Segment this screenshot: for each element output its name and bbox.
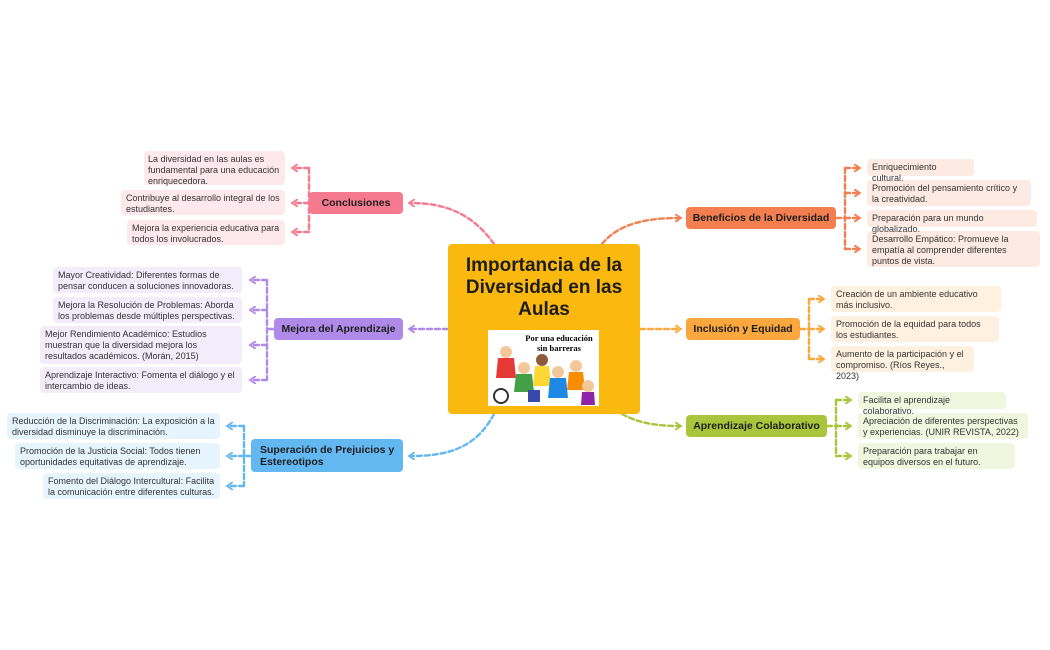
branch-superacion-de-prejuicios[interactable]: Superación de Prejuicios y Estereotipos xyxy=(251,439,403,472)
leaf-aprendizaje-3[interactable]: Preparación para trabajar en equipos div… xyxy=(858,443,1015,469)
leaf-beneficios-1[interactable]: Enriquecimiento cultural. xyxy=(867,159,974,183)
leaf-inclusion-2[interactable]: Promoción de la equidad para todos los e… xyxy=(831,316,999,342)
children-illustration: Por una educación sin barreras xyxy=(488,330,599,406)
leaf-superacion-1[interactable]: Reducción de la Discriminación: La expos… xyxy=(7,413,220,439)
image-caption: Por una educación sin barreras xyxy=(525,333,593,353)
leaf-mejora-3[interactable]: Mejor Rendimiento Académico: Estudios mu… xyxy=(40,326,242,364)
leaf-inclusion-1[interactable]: Creación de un ambiente educativo más in… xyxy=(831,286,1001,312)
leaf-beneficios-3[interactable]: Preparación para un mundo globalizado. xyxy=(867,210,1037,234)
connector-central-conclusiones xyxy=(410,203,496,246)
branch-aprendizaje-colaborativo[interactable]: Aprendizaje Colaborativo xyxy=(686,415,827,437)
leaf-mejora-2[interactable]: Mejora la Resolución de Problemas: Abord… xyxy=(53,297,242,323)
connector-central-beneficios xyxy=(600,218,680,246)
leaf-beneficios-4[interactable]: Desarrollo Empático: Promueve la empatía… xyxy=(867,231,1040,267)
connector-central-aprendizaje xyxy=(620,412,680,426)
branch-beneficios-de-la-diversidad[interactable]: Beneficios de la Diversidad xyxy=(686,207,836,229)
leaf-beneficios-2[interactable]: Promoción del pensamiento crítico y la c… xyxy=(867,180,1031,206)
leaf-conclusiones-1[interactable]: La diversidad en las aulas es fundamenta… xyxy=(144,151,285,186)
central-topic[interactable]: Importancia de la Diversidad en las Aula… xyxy=(448,244,640,414)
branch-conclusiones[interactable]: Conclusiones xyxy=(309,192,403,214)
leaf-aprendizaje-2[interactable]: Apreciación de diferentes perspectivas y… xyxy=(858,413,1028,439)
leaf-inclusion-3[interactable]: Aumento de la participación y el comprom… xyxy=(831,346,974,381)
leaf-conclusiones-3[interactable]: Mejora la experiencia educativa para tod… xyxy=(127,220,285,245)
branch-mejora-del-aprendizaje[interactable]: Mejora del Aprendizaje xyxy=(274,318,403,340)
leaf-superacion-3[interactable]: Fomento del Diálogo Intercultural: Facil… xyxy=(43,473,220,499)
branch-inclusion-y-equidad[interactable]: Inclusión y Equidad xyxy=(686,318,800,340)
leaf-mejora-4[interactable]: Aprendizaje Interactivo: Fomenta el diál… xyxy=(40,367,242,393)
central-title: Importancia de la Diversidad en las Aula… xyxy=(465,255,623,320)
children-drawing xyxy=(493,346,595,405)
leaf-conclusiones-2[interactable]: Contribuye al desarrollo integral de los… xyxy=(121,190,285,215)
leaf-mejora-1[interactable]: Mayor Creatividad: Diferentes formas de … xyxy=(53,267,242,293)
leaf-aprendizaje-1[interactable]: Facilita el aprendizaje colaborativo. xyxy=(858,392,1006,416)
connector-central-superacion xyxy=(410,412,496,456)
leaf-superacion-2[interactable]: Promoción de la Justicia Social: Todos t… xyxy=(15,443,220,469)
